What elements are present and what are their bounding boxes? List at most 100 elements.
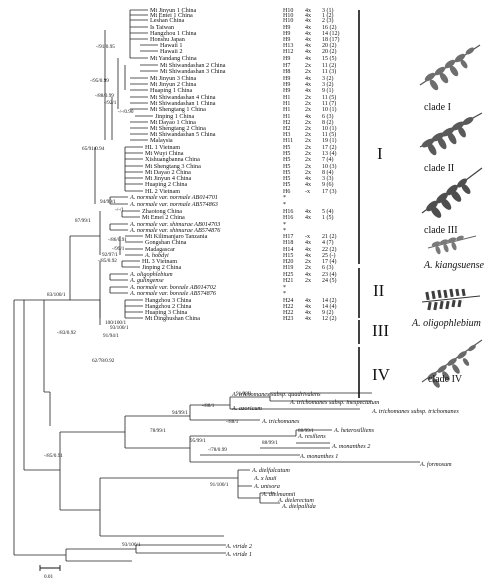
ploidy-level: -x <box>305 189 310 195</box>
tip-label: Mt Shiwandashan 1 China <box>150 100 216 107</box>
frond-photo-clade-1 <box>419 44 481 91</box>
support-value: 93/100/1 <box>122 542 141 548</box>
ploidy-level: 4x <box>305 298 311 304</box>
haplotype-code: * <box>283 202 286 208</box>
support-value: -/92/1 <box>104 100 117 106</box>
sample-count: 11 (2) <box>322 62 336 69</box>
ploidy-level: 2x <box>305 120 311 126</box>
tip-label: HL 3 Vietnam <box>142 258 177 265</box>
tip-label: Mt Shengtang 2 China <box>150 125 206 132</box>
haplotype-code: H24 <box>283 298 293 304</box>
support-value: -/85/0.91 <box>44 453 63 459</box>
tip-label: Jinping 1 China <box>155 113 194 120</box>
sample-count: 22 (2) <box>322 246 337 253</box>
sample-count: 2 (3) <box>322 17 334 24</box>
haplotype-code: H18 <box>283 240 293 246</box>
haplotype-code: H2 <box>283 126 290 132</box>
outgroup-tip-label: A. resiliens <box>297 433 326 440</box>
tip-label: Huaping 3 China <box>145 309 188 316</box>
ploidy-level: 4x <box>305 25 311 31</box>
outgroup-tip-label: A. dielerectum <box>277 497 314 504</box>
ploidy-level: 2x <box>305 126 311 132</box>
haplotype-code: H21 <box>283 278 293 284</box>
sample-count: 24 (5) <box>322 277 337 284</box>
support-value: -/78/0.99 <box>208 447 227 453</box>
tip-label: HL 2 Vietnam <box>145 188 180 195</box>
ploidy-level: 4x <box>305 49 311 55</box>
support-value: -/88/1 <box>226 419 239 425</box>
tip-label: Huaping 1 China <box>150 87 193 94</box>
sample-count: 11 (5) <box>322 131 336 138</box>
ploidy-level: 4x <box>305 88 311 94</box>
haplotype-code: H5 <box>283 151 290 157</box>
haplotype-code: H13 <box>283 43 293 49</box>
support-value: -/88/1 <box>202 403 215 409</box>
sample-count: 14 (2) <box>322 297 337 304</box>
ploidy-level: 4x <box>305 8 311 14</box>
frond-photo-clade-2 <box>419 112 483 156</box>
frond-photo-clade-4 <box>421 339 483 388</box>
outgroup-tip-label: A. viride 2 <box>225 543 252 550</box>
sample-count: 5 (4) <box>322 208 334 215</box>
sample-count: 19 (1) <box>322 137 337 144</box>
tip-label: Gongshan China <box>145 239 187 246</box>
tree-branches <box>13 9 420 562</box>
sample-count: 10 (1) <box>322 125 337 132</box>
tip-label: Mt Shengtang 1 China <box>150 106 206 113</box>
tip-label: Hawaii 2 <box>160 48 183 55</box>
support-value: 100/100/1 <box>105 320 126 326</box>
ploidy-level: 2x <box>305 101 311 107</box>
sample-count: 6 (3) <box>322 264 334 271</box>
support-value: -/99/1 <box>112 246 125 252</box>
tip-label: Mt Jinyun 3 China <box>150 75 196 82</box>
ploidy-level: 4x <box>305 37 311 43</box>
haplotype-code: H16 <box>283 215 293 221</box>
ploidy-level: 4x <box>305 310 311 316</box>
outgroup-tip-label: A. heterosilliens <box>333 427 375 434</box>
haplotype-code: H22 <box>283 304 293 310</box>
support-value: 94/99/1 <box>100 199 116 205</box>
tip-label: Mt Kilimanjaro Tanzania <box>145 233 208 240</box>
support-value: 83/100/1 <box>47 292 66 298</box>
outgroup-tip-label: A. trichomanes subsp. inexpectatum <box>289 399 380 406</box>
ploidy-level: 4x <box>305 43 311 49</box>
ploidy-level: 2x <box>305 145 311 151</box>
frond-photo-kiangsuense <box>427 235 477 255</box>
haplotype-code: H16 <box>283 209 293 215</box>
ploidy-level: 4x <box>305 304 311 310</box>
tip-label: Mt Shiwandashan 4 China <box>150 94 216 101</box>
outgroup-tip-label: A. azoricum <box>231 405 262 412</box>
sample-count: 9 (2) <box>322 309 334 316</box>
tip-label: Mt Dayao 2 China <box>145 169 191 176</box>
sample-count: 4 (7) <box>322 239 334 246</box>
outgroup-tip-label: A. trichomanes subsp. trichomanes <box>371 408 459 415</box>
support-value: 88/99/1 <box>298 428 314 434</box>
tip-label: Mt Shengtang 3 China <box>145 163 201 170</box>
sample-count: 3 (1) <box>322 7 334 14</box>
support-value: -/91/0.95 <box>96 44 115 50</box>
ploidy-level: 2x <box>305 69 311 75</box>
support-value: -/86/0.91 <box>108 237 127 243</box>
sample-count: 1 (5) <box>322 214 334 221</box>
support-value: -/95/0.99 <box>90 78 109 84</box>
sample-count: 18 (17) <box>322 36 340 43</box>
ploidy-level: 4x <box>305 272 311 278</box>
ploidy-level: 2x <box>305 107 311 113</box>
tip-label: A. normale var. normale AB574863 <box>129 201 218 208</box>
haplotype-code: H17 <box>283 234 293 240</box>
haplotype-code: H6 <box>283 189 290 195</box>
haplotype-code: H9 <box>283 82 290 88</box>
haplotype-code: H15 <box>283 253 293 259</box>
sample-count: 23 (4) <box>322 271 337 278</box>
sample-count: 9 (6) <box>322 181 334 188</box>
support-value: -/-/0.90 <box>118 109 134 115</box>
haplotype-code: H1 <box>283 107 290 113</box>
haplotype-code: H5 <box>283 182 290 188</box>
support-value: 88/99/1 <box>262 440 278 446</box>
tip-label: Mt Dayao 1 China <box>150 119 196 126</box>
tip-label: A. normale var. boreale AB014702 <box>129 284 216 291</box>
haplotype-code: * <box>283 228 286 234</box>
tip-label: Mt Jinyun 1 China <box>150 7 196 14</box>
tip-label: Mt Jinyun 4 China <box>145 175 191 182</box>
